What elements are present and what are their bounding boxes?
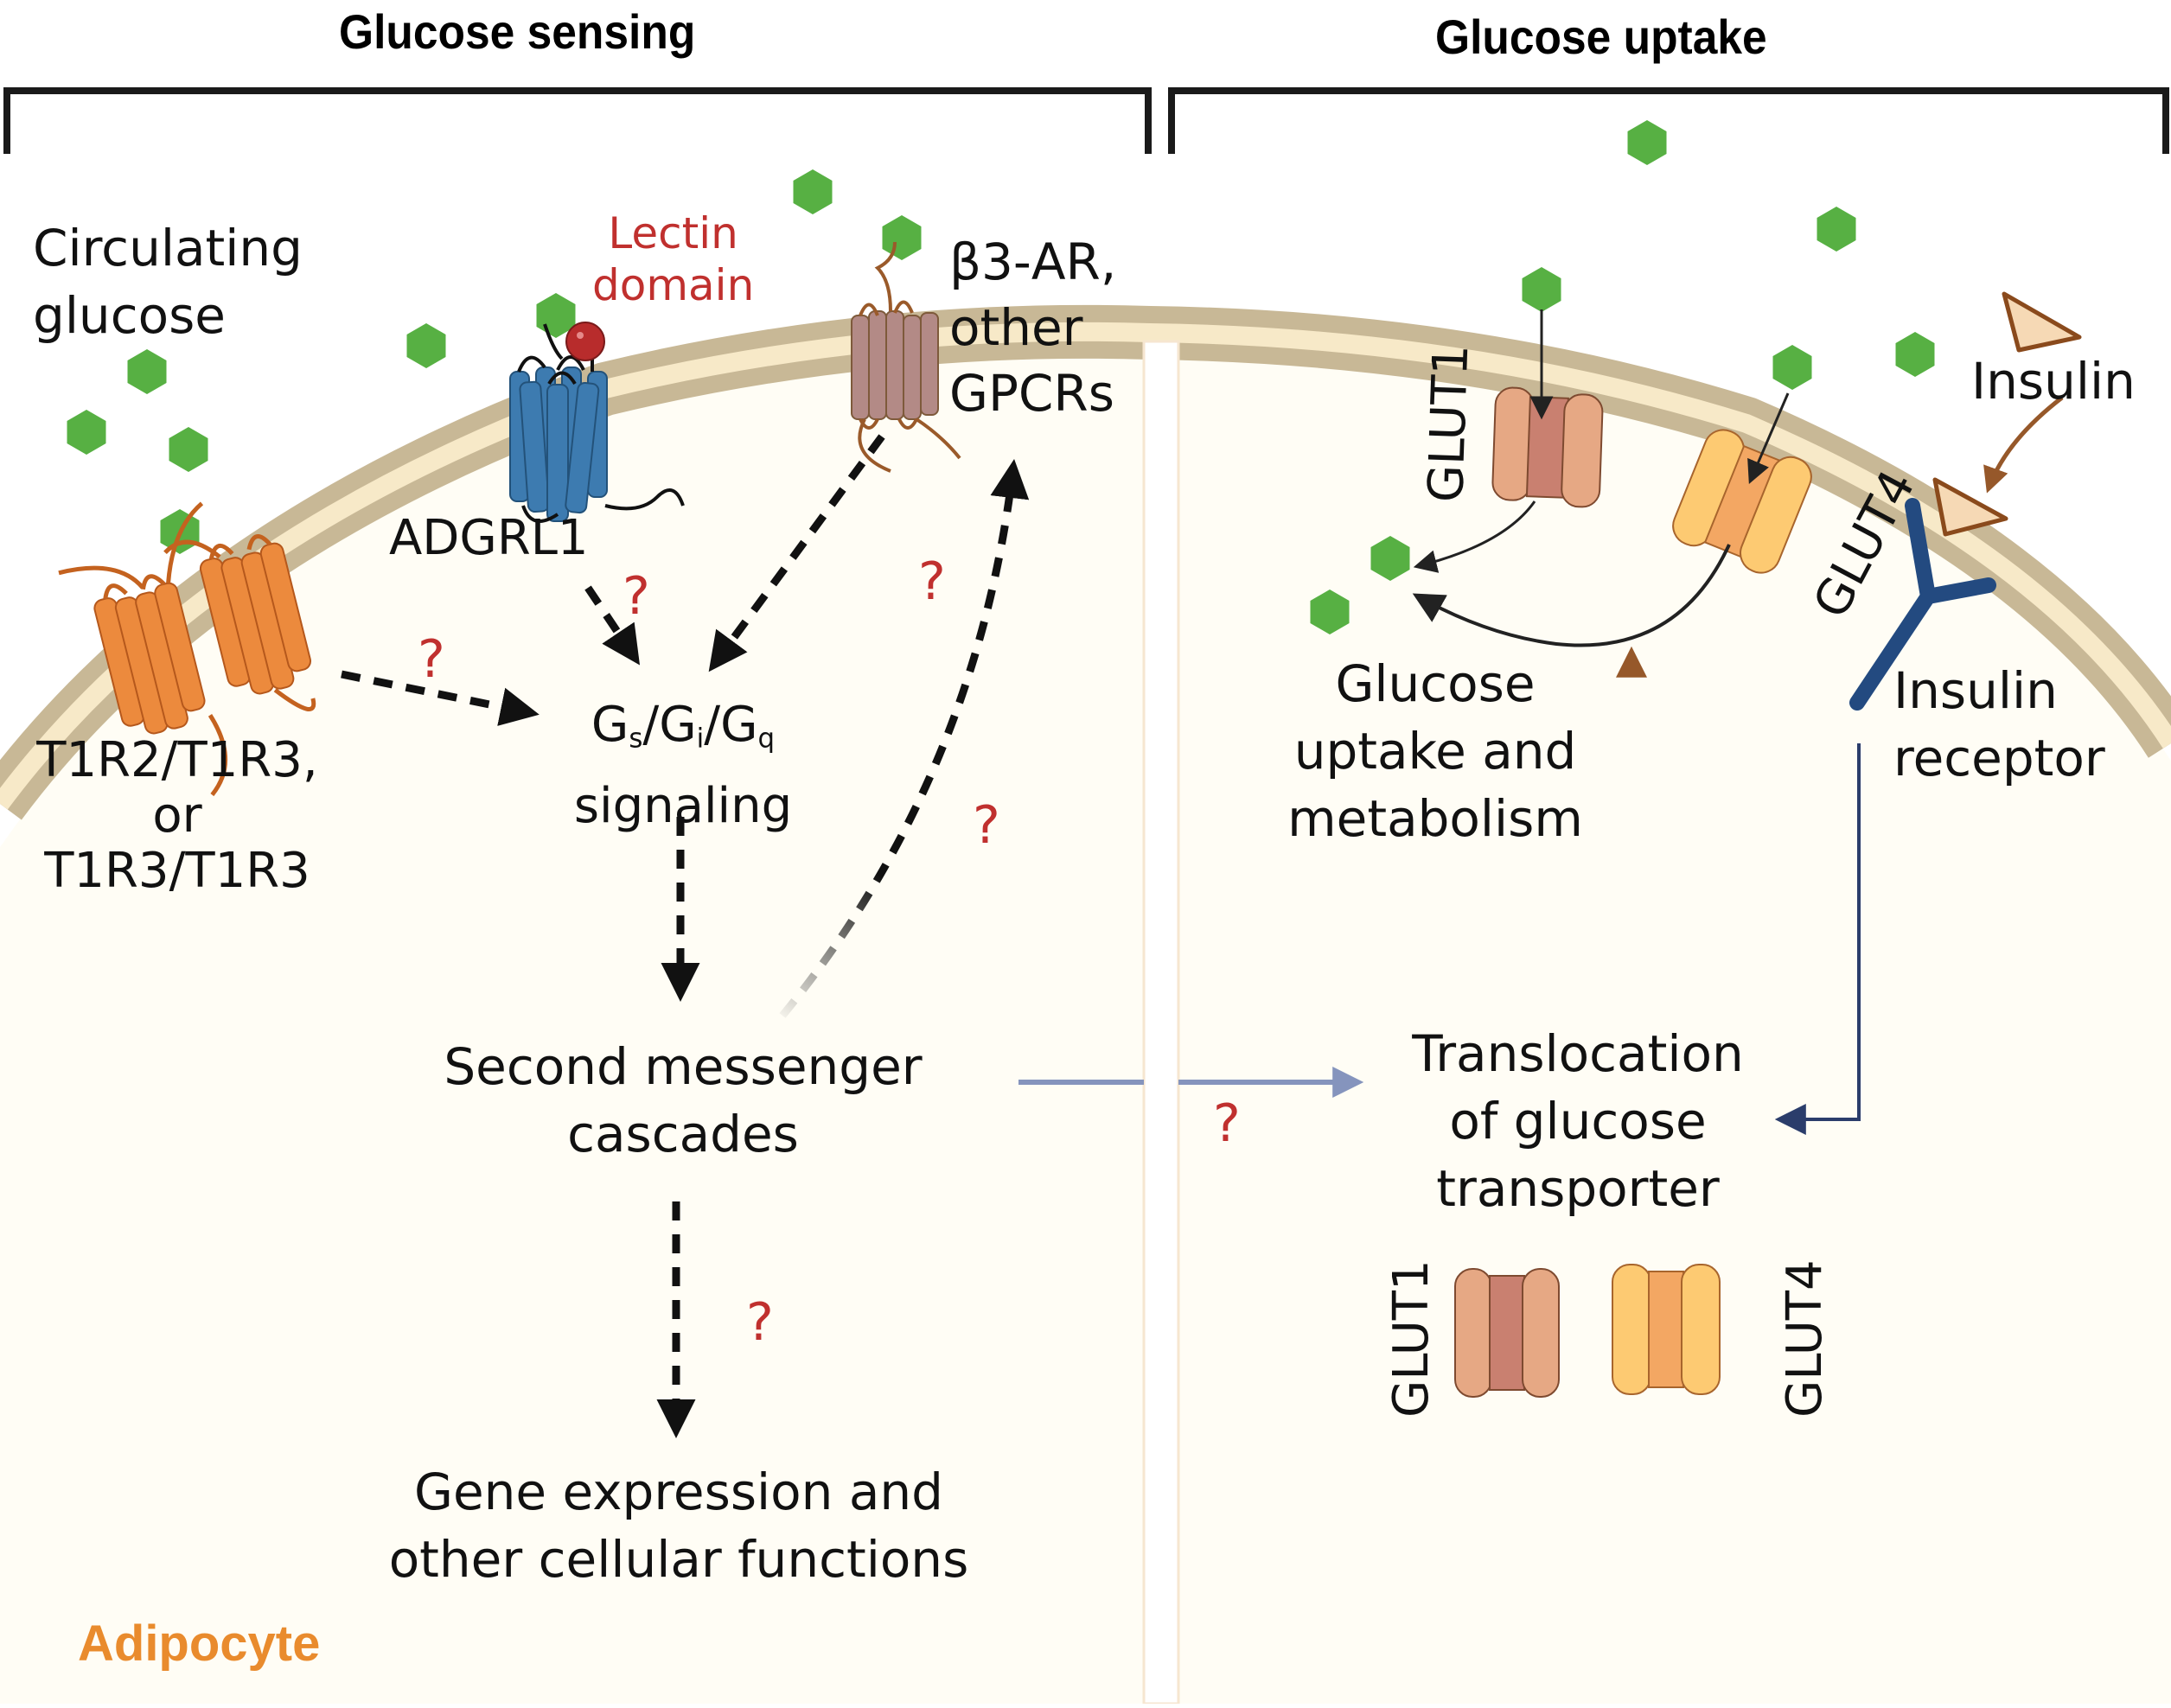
glucose-icon: [169, 427, 208, 472]
glucose-icon: [1772, 345, 1812, 390]
glucose-icon: [127, 349, 167, 394]
glucose-molecules: [67, 120, 1935, 634]
label-line: glucose: [33, 286, 226, 345]
glucose-icon: [1370, 536, 1410, 581]
glucose-entry-arrows: [1412, 309, 1790, 647]
label-line: other cellular functions: [388, 1530, 969, 1589]
insulin-binding-arrow: [1983, 396, 2064, 494]
arrow-gpcr-to-g: [708, 434, 885, 672]
gpcr-receptor-icon: [851, 241, 961, 473]
arrow-adgrl1-to-g: [584, 585, 641, 666]
glucose-icon: [406, 323, 446, 368]
label-adgrl1: ADGRL1: [389, 510, 589, 566]
glut4-vesicle-icon: [1612, 1264, 1721, 1395]
label-line: Gene expression and: [414, 1463, 943, 1521]
label-gene-expression: Gene expression and other cellular funct…: [372, 1458, 986, 1593]
glut1-vesicle-icon: [1454, 1268, 1560, 1398]
label-line: or: [152, 787, 202, 844]
arrow-feedback-to-gpcr: [779, 459, 1030, 1018]
unknown-marker: ?: [973, 795, 1000, 856]
label-line: Insulin: [1893, 661, 2058, 720]
label-t1r: T1R2/T1R3, or T1R3/T1R3: [26, 733, 329, 899]
label-line: β3-AR,: [949, 233, 1117, 291]
unknown-marker: ?: [623, 566, 650, 627]
label-translocation: Translocation of glucose transporter: [1392, 1020, 1764, 1222]
glut1-membrane-icon: [1491, 386, 1604, 508]
label-line: cascades: [567, 1105, 799, 1163]
label-line: Circulating: [33, 219, 303, 277]
label-insulin: Insulin: [1971, 352, 2136, 411]
label-glut4-vesicle: GLUT4: [1777, 1259, 1833, 1418]
insulin-receptor-icon: [1849, 498, 1996, 711]
label-lectin-domain: Lectin domain: [592, 207, 754, 311]
glucose-icon: [793, 169, 833, 214]
insulin-icon: [2002, 291, 2082, 353]
label-line: Glucose: [1335, 654, 1536, 713]
label-glut1-membrane: GLUT1: [1418, 343, 1480, 504]
label-second-messenger: Second messenger cascades: [424, 1033, 942, 1168]
title-glucose-sensing: Glucose sensing: [339, 4, 696, 59]
glucose-icon: [1522, 267, 1561, 312]
label-adipocyte: Adipocyte: [78, 1616, 321, 1672]
unknown-marker: ?: [746, 1292, 774, 1353]
label-g-signaling: Gs/Gi/Gq signaling: [553, 691, 813, 840]
label-line: receptor: [1893, 729, 2105, 787]
label-insulin-receptor: Insulin receptor: [1893, 657, 2105, 792]
bracket-glucose-uptake: [1168, 87, 2169, 154]
label-line: Lectin: [608, 208, 738, 258]
label-beta3-ar: β3-AR, other GPCRs: [949, 229, 1116, 426]
unknown-marker: ?: [918, 551, 946, 612]
unknown-marker: ?: [418, 629, 445, 690]
glucose-icon: [1627, 120, 1667, 165]
insulin-signal-arrow: [1774, 743, 1861, 1135]
glucose-icon: [1895, 332, 1935, 377]
label-glucose-uptake-metabolism: Glucose uptake and metabolism: [1262, 650, 1608, 852]
label-glut1-vesicle: GLUT1: [1383, 1259, 1440, 1418]
unknown-marker: ?: [1213, 1093, 1241, 1154]
label-line: GPCRs: [949, 364, 1114, 423]
label-line: Second messenger: [444, 1037, 923, 1096]
label-line: domain: [592, 260, 755, 310]
label-line: T1R3/T1R3: [44, 843, 310, 899]
insulin-bound-icon: [1932, 477, 2008, 537]
g-protein-line: Gs/Gi/Gq: [591, 697, 776, 755]
adgrl1-receptor-icon: [509, 322, 685, 523]
label-line: metabolism: [1287, 789, 1583, 848]
label-line: Translocation: [1412, 1024, 1744, 1083]
label-line: T1R2/T1R3,: [36, 732, 318, 788]
label-line: of glucose: [1449, 1092, 1707, 1150]
glucose-icon: [67, 410, 106, 455]
lectin-domain-icon: [565, 322, 605, 361]
title-glucose-uptake: Glucose uptake: [1435, 10, 1767, 64]
label-line: other: [949, 298, 1083, 357]
bracket-glucose-sensing: [3, 87, 1152, 154]
label-line: signaling: [573, 777, 793, 834]
glucose-icon: [882, 215, 922, 260]
panel-divider: [1142, 340, 1180, 1705]
glucose-icon: [1817, 207, 1856, 252]
glucose-icon: [1310, 590, 1350, 634]
label-line: transporter: [1436, 1159, 1720, 1218]
t1r-receptor-icon: [58, 501, 316, 797]
label-circulating-glucose: Circulating glucose: [33, 214, 303, 349]
signaling-arrows: [341, 434, 1030, 1438]
label-line: uptake and: [1293, 722, 1577, 781]
